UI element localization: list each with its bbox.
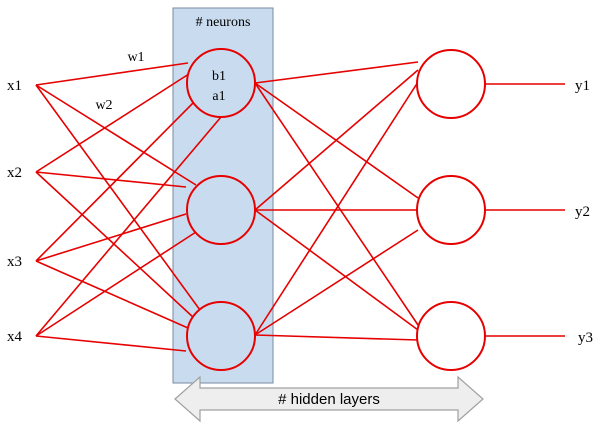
edge-x3-h1 — [35, 97, 199, 262]
edge-x1-h1 — [35, 62, 189, 86]
hidden-layers-label: # hidden layers — [278, 391, 380, 408]
edge-x3-h3 — [35, 260, 189, 329]
layer2-neuron-3 — [416, 301, 486, 371]
edge-h2-o3 — [254, 209, 419, 331]
edge-h3-o3 — [254, 334, 419, 341]
input-label: x4 — [7, 329, 23, 345]
input-label: x3 — [7, 254, 22, 270]
edge-x2-h2 — [35, 171, 187, 188]
connection-edges — [35, 61, 565, 352]
edge-h2-o1 — [254, 69, 419, 211]
edge-x4-h3 — [35, 335, 187, 352]
edge-x1-h3 — [35, 84, 201, 311]
edge-h1-o1 — [254, 61, 419, 84]
output-label: y1 — [575, 78, 590, 94]
input-label: x2 — [7, 165, 22, 181]
input-label: x1 — [7, 78, 22, 94]
edge-h3-o2 — [254, 229, 419, 336]
edge-h1-o3 — [254, 82, 419, 326]
edge-x4-h2 — [35, 231, 197, 337]
layer2-neuron-2 — [416, 175, 486, 245]
hidden-layers-double-arrow-icon — [174, 375, 484, 423]
output-label: y2 — [575, 204, 590, 220]
bias-label: b1 — [212, 69, 226, 84]
output-label: y3 — [578, 330, 593, 346]
neurons-title: # neurons — [196, 15, 251, 30]
hidden-neuron-3 — [186, 301, 256, 371]
activation-label: a1 — [212, 89, 225, 104]
weight-label-w2: w2 — [95, 98, 112, 113]
edge-x2-h3 — [35, 171, 195, 319]
edge-x4-h1 — [35, 116, 222, 337]
weight-label-w1: w1 — [127, 50, 144, 65]
hidden-neuron-1 — [186, 48, 256, 118]
hidden-neuron-2 — [186, 175, 256, 245]
edge-x2-h1 — [35, 71, 193, 173]
edge-x1-h2 — [35, 84, 197, 186]
edge-h3-o1 — [254, 81, 419, 336]
layer2-neuron-1 — [416, 49, 486, 119]
edge-x3-h2 — [35, 213, 187, 262]
